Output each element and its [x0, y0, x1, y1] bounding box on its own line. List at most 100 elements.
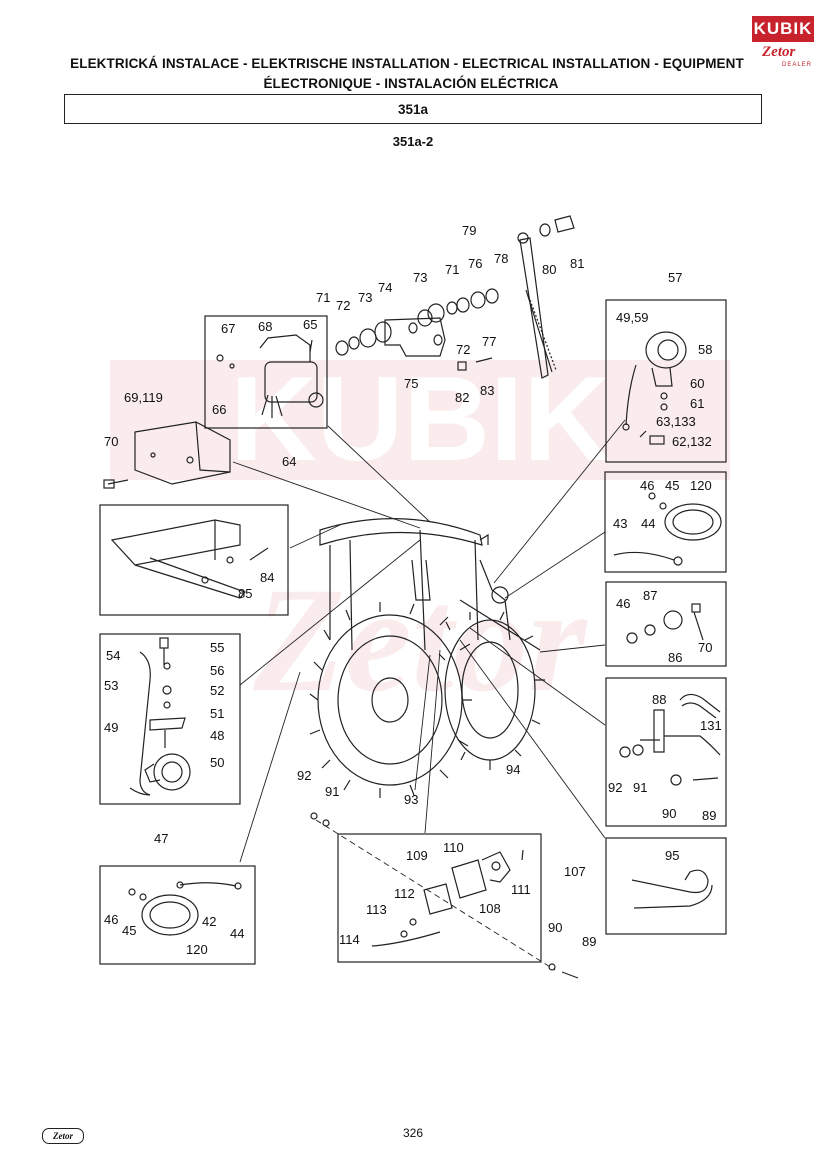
callout-68: 68 — [258, 319, 272, 334]
callout-109: 109 — [406, 848, 428, 863]
callout-88: 88 — [652, 692, 666, 707]
callout-49-59: 49,59 — [616, 310, 649, 325]
callout-71a: 71 — [445, 262, 459, 277]
callout-61: 61 — [690, 396, 704, 411]
callout-67: 67 — [221, 321, 235, 336]
work-lamp-box-right — [604, 471, 727, 573]
wiper-motor-box — [204, 315, 328, 429]
callout-83: 83 — [480, 383, 494, 398]
callout-80: 80 — [542, 262, 556, 277]
callout-42: 42 — [202, 914, 216, 929]
callout-44c: 44 — [230, 926, 244, 941]
callout-49: 49 — [104, 720, 118, 735]
callout-45c: 45 — [122, 923, 136, 938]
callout-53: 53 — [104, 678, 118, 693]
bracket-box-left — [99, 504, 289, 616]
callout-62-132: 62,132 — [672, 434, 712, 449]
callout-73b: 73 — [358, 290, 372, 305]
callout-70b: 70 — [698, 640, 712, 655]
callout-78: 78 — [494, 251, 508, 266]
callout-52: 52 — [210, 683, 224, 698]
callout-46a: 46 — [640, 478, 654, 493]
callout-57: 57 — [668, 270, 682, 285]
callout-87: 87 — [643, 588, 657, 603]
callout-89a: 89 — [702, 808, 716, 823]
callout-112: 112 — [394, 886, 415, 901]
callout-107: 107 — [564, 864, 586, 879]
callout-63-133: 63,133 — [656, 414, 696, 429]
callout-81: 81 — [570, 256, 584, 271]
tractor-illustration — [309, 518, 545, 798]
callout-95: 95 — [665, 848, 679, 863]
callout-111: 111 — [511, 882, 531, 897]
callout-91a: 91 — [633, 780, 647, 795]
callout-85: 85 — [238, 586, 252, 601]
callout-66: 66 — [212, 402, 226, 417]
callout-60: 60 — [690, 376, 704, 391]
callout-51: 51 — [210, 706, 224, 721]
callout-65: 65 — [303, 317, 317, 332]
callout-120a: 120 — [690, 478, 712, 493]
callout-91b: 91 — [325, 784, 339, 799]
watermark-text: KUBIK — [230, 360, 610, 486]
switch-box-center — [337, 833, 542, 963]
callout-86: 86 — [668, 650, 682, 665]
callout-131: 131 — [700, 718, 722, 733]
cover-part — [103, 421, 231, 489]
callout-47: 47 — [154, 831, 168, 846]
callout-43: 43 — [613, 516, 627, 531]
beacon-box-left — [99, 633, 241, 805]
dealer-logo-text: DEALER — [782, 62, 813, 68]
callout-64: 64 — [282, 454, 296, 469]
callout-48: 48 — [210, 728, 224, 743]
callout-89b: 89 — [582, 934, 596, 949]
callout-72b: 72 — [456, 342, 470, 357]
header-title-line2: ÉLECTRONIQUE - INSTALACIÓN ELÉCTRICA — [263, 76, 559, 91]
section-label: 351a — [397, 101, 429, 117]
callout-46b: 46 — [616, 596, 630, 611]
callout-50: 50 — [210, 755, 224, 770]
cable-tie-box — [605, 837, 727, 935]
callout-56: 56 — [210, 663, 224, 678]
callout-92b: 92 — [297, 768, 311, 783]
callout-110: 110 — [443, 840, 464, 855]
callout-75: 75 — [404, 376, 418, 391]
callout-73a: 73 — [413, 270, 427, 285]
callout-54: 54 — [106, 648, 120, 663]
callout-82: 82 — [455, 390, 469, 405]
kubik-zetor-logo: KUBIK Zetor DEALER — [752, 16, 816, 72]
leader-lines — [232, 419, 626, 863]
callout-120c: 120 — [186, 942, 208, 957]
callout-94: 94 — [506, 762, 520, 777]
callout-46c: 46 — [104, 912, 118, 927]
callout-labels: 79 80 81 78 76 71 73 74 71 72 73 72 77 7… — [104, 223, 722, 957]
page-number: 326 — [402, 1126, 424, 1140]
watermark-zetor: Zetor — [252, 557, 588, 723]
callout-45a: 45 — [665, 478, 679, 493]
section-box: 351a — [64, 94, 762, 124]
wiper-assembly — [335, 215, 575, 379]
callout-44a: 44 — [641, 516, 655, 531]
callout-108: 108 — [479, 901, 501, 916]
callout-79: 79 — [462, 223, 476, 238]
callout-90a: 90 — [662, 806, 676, 821]
subsection-label: 351a-2 — [392, 134, 434, 149]
callout-92a: 92 — [608, 780, 622, 795]
callout-113: 113 — [366, 902, 387, 917]
callout-76: 76 — [468, 256, 482, 271]
kubik-logo-text: KUBIK — [752, 16, 814, 42]
washer-box-right — [605, 581, 727, 667]
callout-74: 74 — [378, 280, 392, 295]
callout-69-119: 69,119 — [124, 390, 163, 405]
zetor-logo-text: Zetor — [762, 44, 796, 60]
callout-90b: 90 — [548, 920, 562, 935]
callout-72a: 72 — [336, 298, 350, 313]
callout-70a: 70 — [104, 434, 118, 449]
callout-77: 77 — [482, 334, 496, 349]
callout-114: 114 — [339, 932, 360, 947]
callout-84: 84 — [260, 570, 274, 585]
header-title-line1: ELEKTRICKÁ INSTALACE - ELEKTRISCHE INSTA… — [70, 56, 744, 71]
callout-58: 58 — [698, 342, 712, 357]
sensor-box-right — [605, 677, 727, 827]
